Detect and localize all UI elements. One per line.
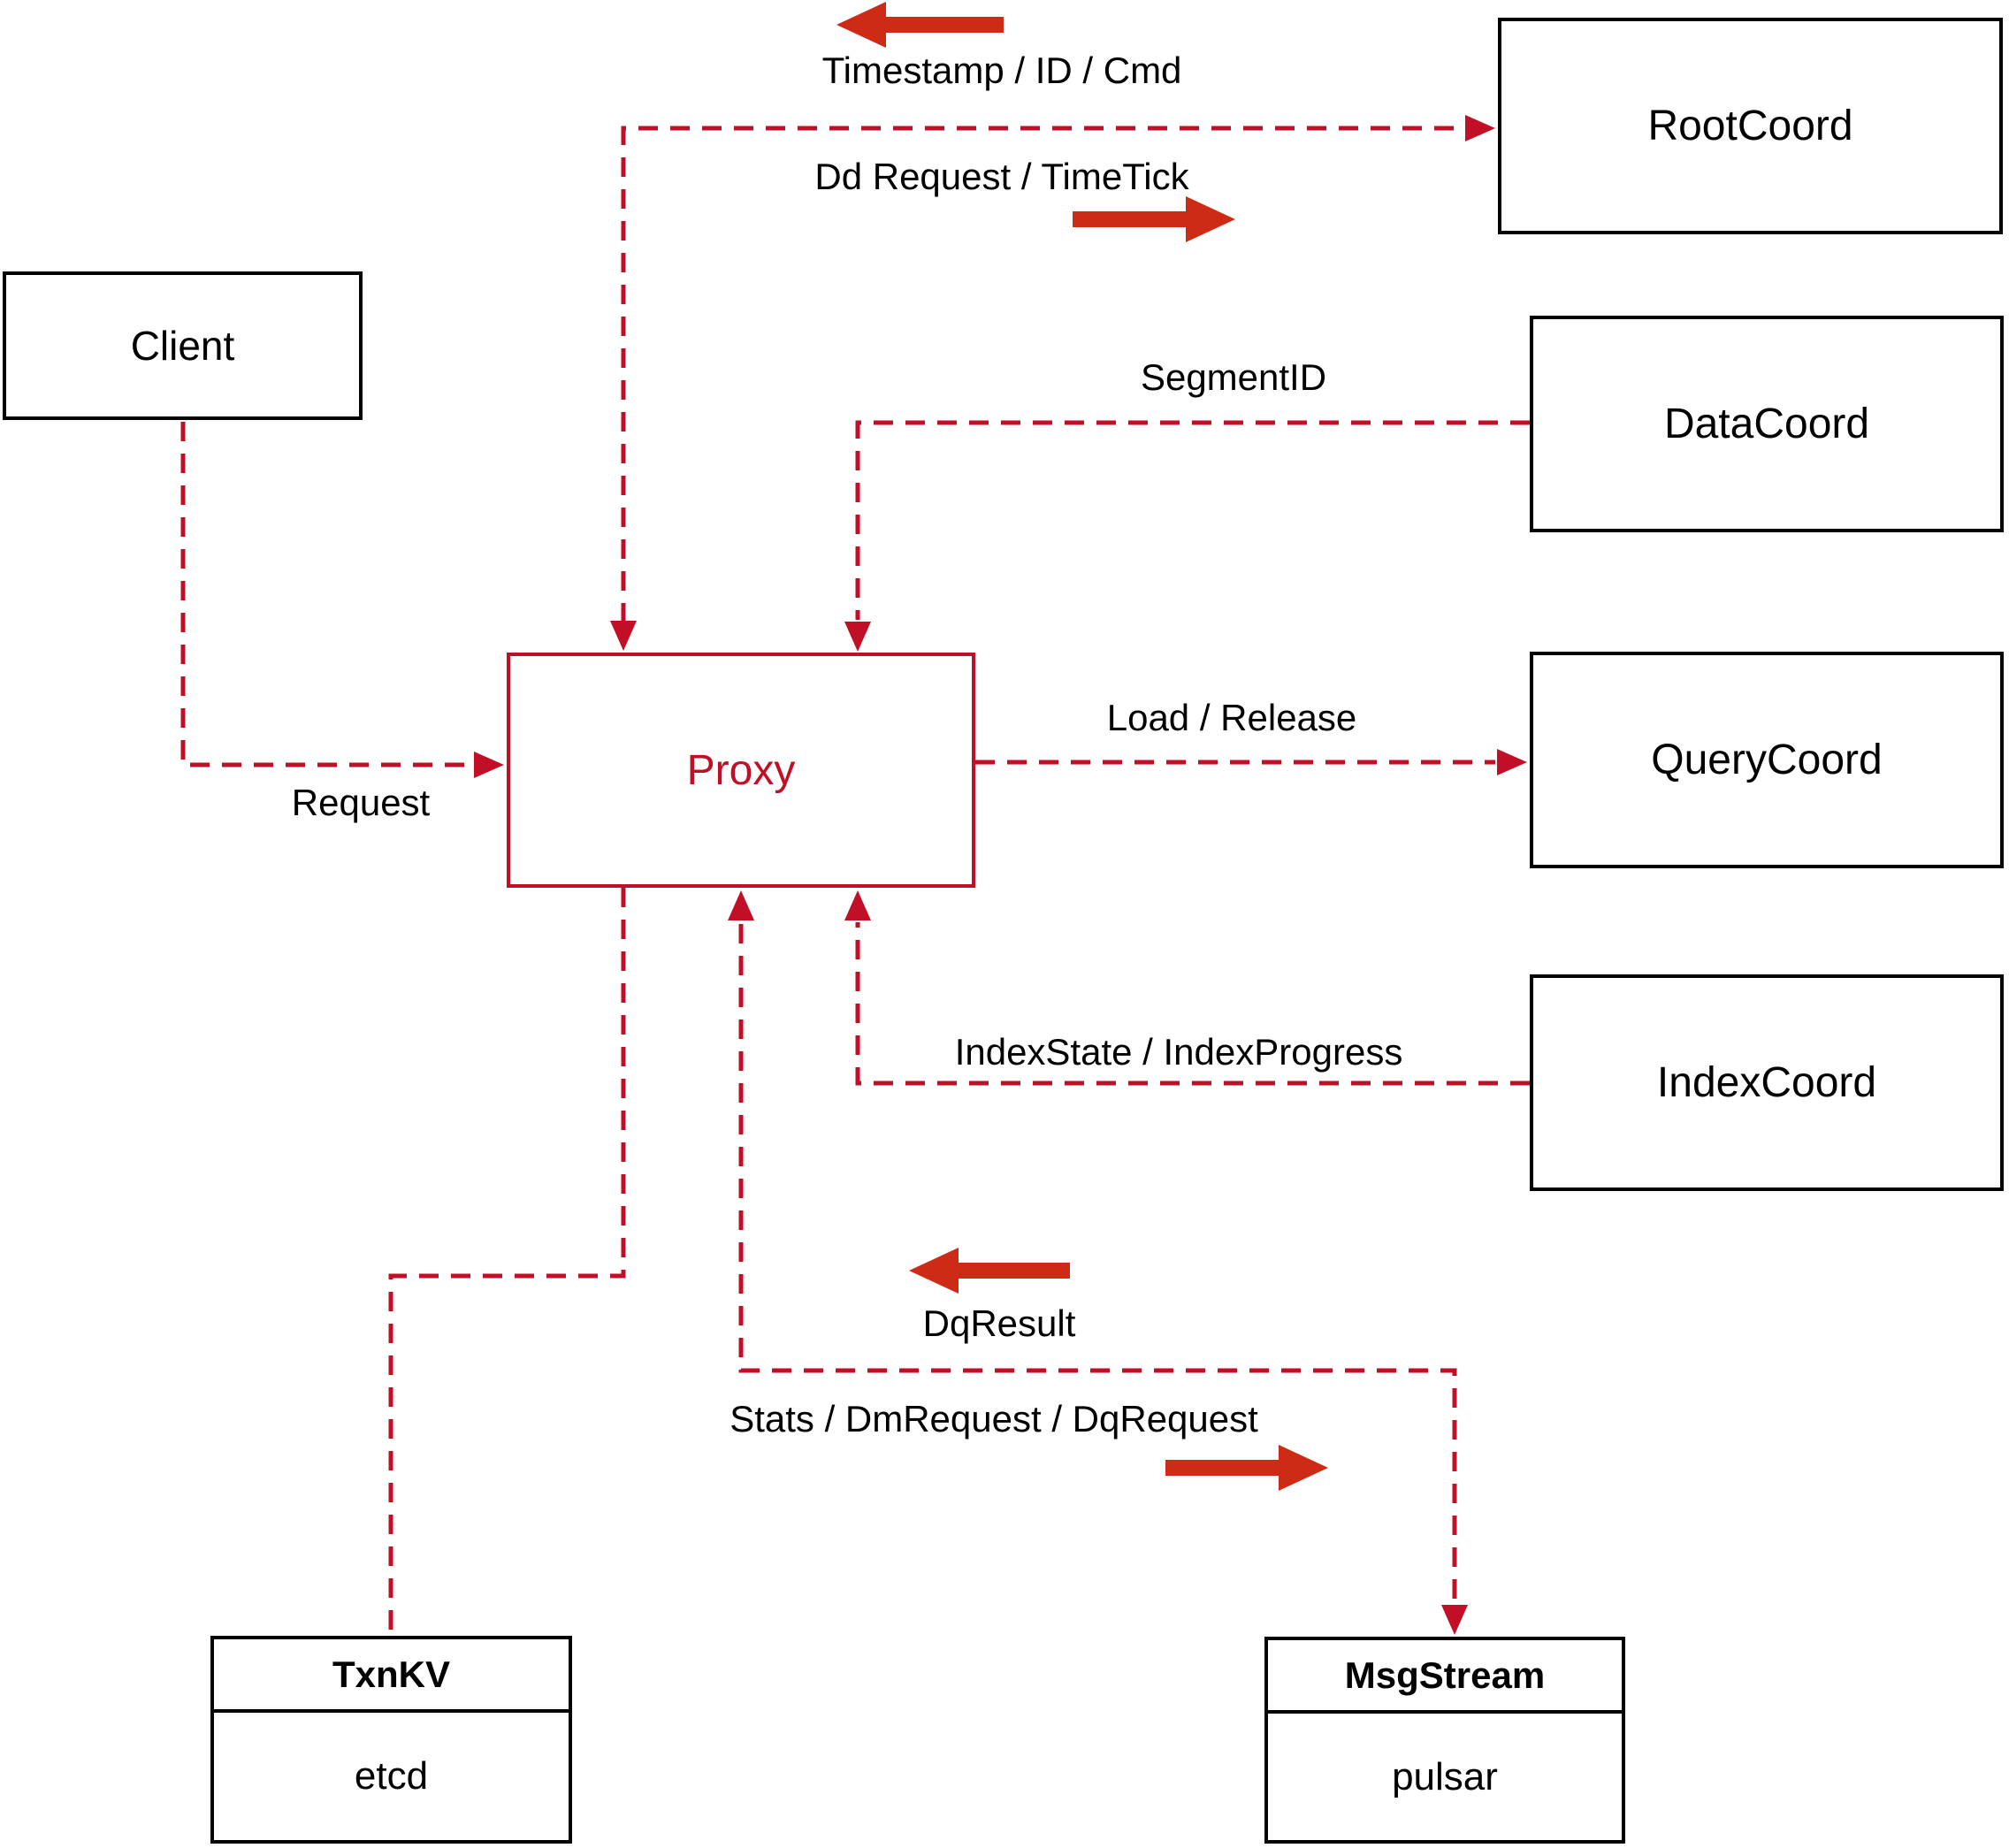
node-client: Client <box>3 271 363 420</box>
arrowhead-into-rootcoord <box>1465 115 1495 141</box>
node-querycoord: QueryCoord <box>1530 652 2004 868</box>
node-txnkv: TxnKV etcd <box>210 1636 572 1844</box>
arrowhead-into-proxy-top-right <box>844 622 871 652</box>
edge-proxy-txnkv <box>388 888 626 1634</box>
edge-proxy-msgstream <box>738 924 1457 1603</box>
edge-label-timestamp: Timestamp / ID / Cmd <box>821 50 1182 91</box>
edge-indexcoord-proxy <box>855 922 1530 1086</box>
node-querycoord-label: QueryCoord <box>1651 737 1883 783</box>
edge-proxy-rootcoord <box>621 126 1467 622</box>
node-client-label: Client <box>130 323 235 369</box>
arrowhead-into-proxy-bottom-left <box>728 890 754 920</box>
node-txnkv-body: etcd <box>354 1754 429 1798</box>
edge-client-proxy <box>180 422 476 767</box>
edge-label-stats: Stats / DmRequest / DqRequest <box>730 1398 1258 1439</box>
node-rootcoord-label: RootCoord <box>1647 103 1853 149</box>
node-datacoord: DataCoord <box>1530 316 2004 532</box>
node-txnkv-title: TxnKV <box>214 1639 569 1713</box>
edge-label-segment-id: SegmentID <box>1140 356 1327 398</box>
flow-arrow-right-icon-ddrequest <box>1073 196 1235 242</box>
edge-label-dd-request: Dd Request / TimeTick <box>814 156 1189 197</box>
node-indexcoord-label: IndexCoord <box>1656 1059 1877 1106</box>
node-msgstream-body: pulsar <box>1392 1754 1498 1798</box>
flow-arrow-left-icon-timestamp <box>836 2 1004 48</box>
arrowhead-into-msgstream <box>1441 1605 1468 1635</box>
edge-label-index-state: IndexState / IndexProgress <box>954 1031 1403 1073</box>
edge-datacoord-proxy <box>855 420 1530 620</box>
node-proxy: Proxy <box>507 653 975 888</box>
flow-arrow-right-icon-stats <box>1165 1445 1328 1491</box>
edge-label-request: Request <box>291 782 431 823</box>
arrowhead-into-querycoord <box>1497 749 1527 775</box>
arrowhead-into-proxy-top-left <box>610 621 637 651</box>
node-datacoord-label: DataCoord <box>1663 401 1870 447</box>
arrowhead-into-proxy-left <box>474 752 504 778</box>
flow-arrow-left-icon-dqresult <box>909 1248 1070 1294</box>
node-msgstream: MsgStream pulsar <box>1264 1637 1625 1844</box>
edge-label-load-release: Load / Release <box>1106 697 1357 738</box>
node-indexcoord: IndexCoord <box>1530 974 2004 1191</box>
edge-label-dq-result: DqResult <box>922 1302 1076 1344</box>
node-proxy-label: Proxy <box>686 746 796 794</box>
node-rootcoord: RootCoord <box>1498 18 2003 234</box>
arrowhead-into-proxy-bottom-right <box>844 890 871 920</box>
node-msgstream-title: MsgStream <box>1268 1640 1622 1714</box>
